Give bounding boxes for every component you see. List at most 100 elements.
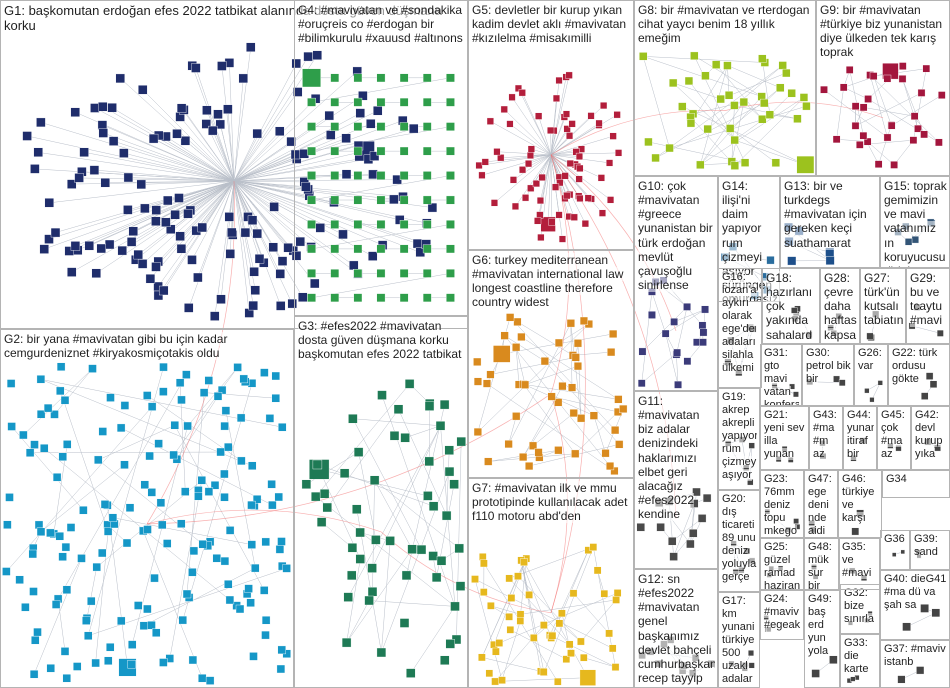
group-label-g31: G31: gto mavi vatan konfera (764, 347, 799, 406)
group-box-g32: G32: bize sınırla (840, 584, 880, 634)
group-box-g29: G29: bu ve tcaytu #mavi (906, 268, 950, 344)
group-label-text: G45: çok #ma az (881, 409, 905, 460)
group-box-g5: G5: devletler bir kurup yıkan kadim devl… (468, 0, 634, 250)
group-label-g43: G43: #ma #m az (813, 409, 840, 461)
group-box-g34: G34 (882, 470, 950, 498)
group-label-g48: G48: mük sur bir gedi (808, 541, 837, 590)
group-label-g21: G21: yeni sev illa yunan (764, 409, 806, 461)
group-box-g6: G6: turkey mediterranean #mavivatan inte… (468, 250, 634, 478)
group-box-g20: G20: dış ticareti 89 unu deniz yoluyla g… (718, 490, 760, 592)
group-label-text: G43: #ma #m az (813, 409, 837, 460)
group-label-g30: G30: petrol bik bir (806, 347, 851, 386)
group-label-g12: G12: sn #efes2022 #mavivatan genel başka… (638, 572, 715, 685)
group-label-g11: G11: #mavivatan biz adalar denizindeki h… (638, 394, 715, 521)
group-label-g22: G22: türk ordusu gökte (892, 347, 947, 386)
group-label-text: G2: bir yana #mavivatan gibi bu için kad… (4, 332, 227, 360)
group-label-g46: G46: türkiye ve karşı (842, 473, 879, 525)
group-label-g7: G7: #mavivatan ilk ve mmu prototipinde k… (472, 481, 631, 523)
group-label-text: G15: toprak gemimizin ve mavi vatanımız … (884, 179, 947, 268)
group-label-text: G28: çevre daha haftası kapsa (824, 271, 857, 342)
group-label-g3: G3: #efes2022 #mavivatan dosta güven düş… (298, 319, 465, 361)
group-label-g39: G39: sand (914, 533, 947, 559)
group-label-text: G33: die karte (844, 637, 868, 675)
group-label-text: G4: #mavivatan ve #sondakika #oruçreis c… (298, 3, 463, 45)
group-label-text: G48: mük sur bir gedi (808, 541, 832, 590)
group-box-g42: G42: devl kurup yıka (911, 406, 950, 470)
group-label-text: G49: baş erd yun yola (808, 593, 832, 657)
group-label-g29: G29: bu ve tcaytu #mavi (910, 271, 947, 328)
group-box-g23: G23: 76mm deniz topu mkego (760, 470, 804, 538)
group-box-g9: G9: bir #mavivatan #türkiye biz yunanist… (816, 0, 950, 176)
group-label-g32: G32: bize sınırla (844, 587, 877, 626)
group-label-g40: G40: dieG41 #ma dü va şah sa (884, 573, 947, 612)
group-box-g3: G3: #efes2022 #mavivatan dosta güven düş… (294, 316, 468, 688)
group-label-g23: G23: 76mm deniz topu mkego (764, 473, 801, 538)
group-label-text: G20: dış ticareti 89 unu deniz yoluyla g… (722, 493, 756, 583)
group-label-text: G18: hazırlanı çok yakında sahalard (766, 271, 812, 342)
group-label-text: G37: #maviv istanb (884, 643, 946, 668)
group-box-g12: G12: sn #efes2022 #mavivatan genel başka… (634, 569, 718, 688)
group-label-g42: G42: devl kurup yıka (915, 409, 947, 461)
group-label-text: G46: türkiye ve karşı (842, 473, 874, 524)
group-label-text: G42: devl kurup yıka (915, 409, 943, 460)
group-label-g26: G26: var (858, 347, 885, 373)
group-label-g35: G35: ve #mavi (842, 541, 877, 580)
group-box-g21: G21: yeni sev illa yunan (760, 406, 809, 470)
group-box-g2: G2: bir yana #mavivatan gibi bu için kad… (0, 329, 294, 688)
group-label-text: G29: bu ve tcaytu #mavi (910, 271, 942, 327)
group-label-text: G26: var (858, 347, 882, 372)
group-label-text: G6: turkey mediterranean #mavivatan inte… (472, 253, 623, 309)
group-label-text: G47: ege deni nde aidi (808, 473, 832, 537)
group-label-text: G9: bir #mavivatan #türkiye biz yunanist… (820, 3, 942, 59)
group-box-g15: G15: toprak gemimizin ve mavi vatanımız … (880, 176, 950, 268)
group-box-g18: G18: hazırlanı çok yakında sahalard (762, 268, 820, 344)
group-label-text: G39: sand (914, 533, 938, 558)
group-box-g36: G36 (880, 530, 910, 570)
group-label-g25: G25: güzel ramad haziran (764, 541, 801, 590)
group-box-g30: G30: petrol bik bir (802, 344, 854, 406)
group-label-text: G13: bir ve turkdegs #mavivatan için ger… (784, 179, 867, 250)
group-label-g17: G17: km yunani türkiye 500 uzakl adalar (722, 595, 757, 686)
group-label-text: G35: ve #mavi (842, 541, 871, 579)
group-label-g15: G15: toprak gemimizin ve mavi vatanımız … (884, 179, 947, 268)
group-label-g2: G2: bir yana #mavivatan gibi bu için kad… (4, 332, 291, 360)
group-label-text: G8: bir #mavivatan ve rterdogan cihat ya… (638, 3, 809, 45)
group-box-g24: G24: #maviv #egeak (760, 590, 804, 640)
group-label-text: G11: #mavivatan biz adalar denizindeki h… (638, 394, 699, 521)
group-label-g28: G28: çevre daha haftası kapsa (824, 271, 857, 342)
group-label-g24: G24: #maviv #egeak (764, 593, 801, 632)
group-box-g11: G11: #mavivatan biz adalar denizindeki h… (634, 391, 718, 569)
group-box-g39: G39: sand (910, 530, 950, 570)
group-box-g7: G7: #mavivatan ilk ve mmu prototipinde k… (468, 478, 634, 688)
group-label-text: G25: güzel ramad haziran (764, 541, 800, 590)
group-label-g18: G18: hazırlanı çok yakında sahalard (766, 271, 817, 342)
group-label-text: G22: türk ordusu gökte (892, 347, 937, 385)
group-box-g22: G22: türk ordusu gökte (888, 344, 950, 406)
group-box-g47: G47: ege deni nde aidi (804, 470, 838, 538)
group-label-text: G3: #efes2022 #mavivatan dosta güven düş… (298, 319, 461, 361)
group-label-text: G5: devletler bir kurup yıkan kadim devl… (472, 3, 626, 45)
group-label-text: G36 (884, 533, 905, 545)
group-box-g16: G16: lozan'a aykırı olarak ege'de adalar… (718, 268, 762, 388)
group-box-g43: G43: #ma #m az (809, 406, 843, 470)
group-label-g8: G8: bir #mavivatan ve rterdogan cihat ya… (638, 3, 813, 45)
group-box-g17: G17: km yunani türkiye 500 uzakl adalar (718, 592, 760, 688)
group-label-g47: G47: ege deni nde aidi (808, 473, 835, 538)
group-label-g45: G45: çok #ma az (881, 409, 908, 461)
group-label-g16: G16: lozan'a aykırı olarak ege'de adalar… (722, 271, 759, 375)
group-label-g27: G27: türk'ün kutsalı tabiatını (864, 271, 903, 328)
group-label-g10: G10: çok #mavivatan #greece yunanistan b… (638, 179, 715, 292)
group-label-g37: G37: #maviv istanb (884, 643, 947, 669)
group-box-g13: G13: bir ve turkdegs #mavivatan için ger… (780, 176, 880, 268)
group-box-g8: G8: bir #mavivatan ve rterdogan cihat ya… (634, 0, 816, 176)
group-box-g35: G35: ve #mavi (838, 538, 880, 590)
group-label-g4: G4: #mavivatan ve #sondakika #oruçreis c… (298, 3, 465, 45)
group-box-g4: G4: #mavivatan ve #sondakika #oruçreis c… (294, 0, 468, 316)
group-label-text: G44: yunan itiraf bir (847, 409, 874, 460)
group-label-g9: G9: bir #mavivatan #türkiye biz yunanist… (820, 3, 947, 60)
group-box-g19: G19: akrep akrepli yapıyor rum çizmey aş… (718, 388, 760, 490)
group-box-g31: G31: gto mavi vatan konfera (760, 344, 802, 406)
group-box-g10: G10: çok #mavivatan #greece yunanistan b… (634, 176, 718, 391)
group-label-text: G27: türk'ün kutsalı tabiatını (864, 271, 903, 327)
